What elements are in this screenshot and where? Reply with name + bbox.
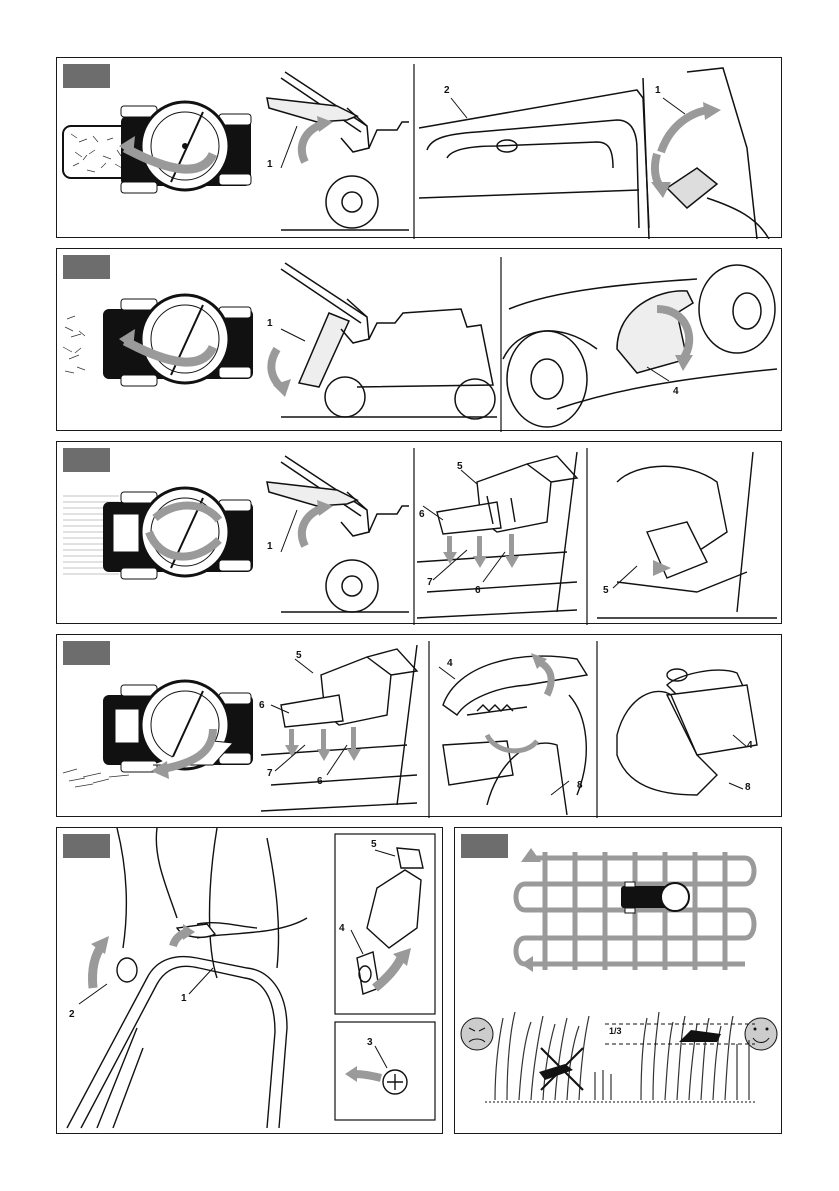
panel-b-drawing <box>57 249 783 432</box>
callout-label: 6 <box>475 586 481 596</box>
grass-clippings-icon <box>63 316 85 373</box>
mower-topview-icon <box>63 681 253 787</box>
face-happy-icon <box>745 1018 777 1050</box>
callout-label: 1/3 <box>609 1026 622 1036</box>
figure-panel-e: 5 4 2 1 3 <box>56 827 443 1134</box>
mulch-plug-view <box>417 452 577 618</box>
mower-topview-icon <box>63 488 253 579</box>
callout-label: 5 <box>296 651 302 661</box>
face-angry-icon <box>461 1018 493 1050</box>
callout-label: 1 <box>267 319 273 329</box>
callout-label: 4 <box>339 924 345 934</box>
callout-label: 6 <box>259 701 265 711</box>
panel-e-drawing <box>57 828 444 1135</box>
callout-label: 7 <box>427 578 433 588</box>
flap-spring-view <box>443 656 587 815</box>
callout-label: 1 <box>267 160 273 170</box>
callout-label: 5 <box>371 840 377 850</box>
side-view <box>267 72 409 230</box>
grass-clippings-icon <box>63 769 129 787</box>
grass-box-flap-view <box>617 669 757 795</box>
mower-topview-icon <box>63 102 251 193</box>
hand-insert-view <box>597 452 777 618</box>
panel-d-drawing <box>57 635 783 818</box>
panel-c-drawing <box>57 442 783 625</box>
grass-box-view <box>503 265 777 427</box>
callout-label: 3 <box>367 1038 373 1048</box>
gray-arrow-icon <box>443 534 519 568</box>
grass-long <box>495 1012 611 1100</box>
callout-label: 7 <box>267 769 273 779</box>
figure-panel-a: 1 2 1 <box>56 57 782 238</box>
panel-f-drawing <box>455 828 783 1135</box>
operator-handle-view <box>67 828 307 1128</box>
callout-label: 1 <box>181 994 187 1004</box>
figure-panel-f: 1/3 <box>454 827 782 1134</box>
callout-label: 1 <box>655 86 661 96</box>
callout-label: 8 <box>745 783 751 793</box>
grass-box-view <box>419 68 769 239</box>
callout-label: 1 <box>267 542 273 552</box>
panel-a-drawing <box>57 58 783 239</box>
grass-cut <box>641 1012 749 1100</box>
callout-label: 2 <box>69 1010 75 1020</box>
mower-topview-icon <box>63 295 253 386</box>
gray-arrow-icon <box>285 727 361 761</box>
callout-label: 5 <box>603 586 609 596</box>
callout-label: 8 <box>577 781 583 791</box>
figure-panel-b: 1 4 <box>56 248 782 431</box>
callout-label: 4 <box>673 387 679 397</box>
callout-label: 4 <box>447 659 453 669</box>
figure-panel-d: 5 6 7 6 4 8 4 8 <box>56 634 782 817</box>
figure-panel-c: 1 5 6 7 6 5 <box>56 441 782 624</box>
callout-label: 6 <box>419 510 425 520</box>
callout-label: 6 <box>317 777 323 787</box>
callout-label: 5 <box>457 462 463 472</box>
side-view <box>281 263 497 419</box>
callout-label: 4 <box>747 741 753 751</box>
mulch-plug-view <box>261 645 417 811</box>
callout-label: 2 <box>444 86 450 96</box>
